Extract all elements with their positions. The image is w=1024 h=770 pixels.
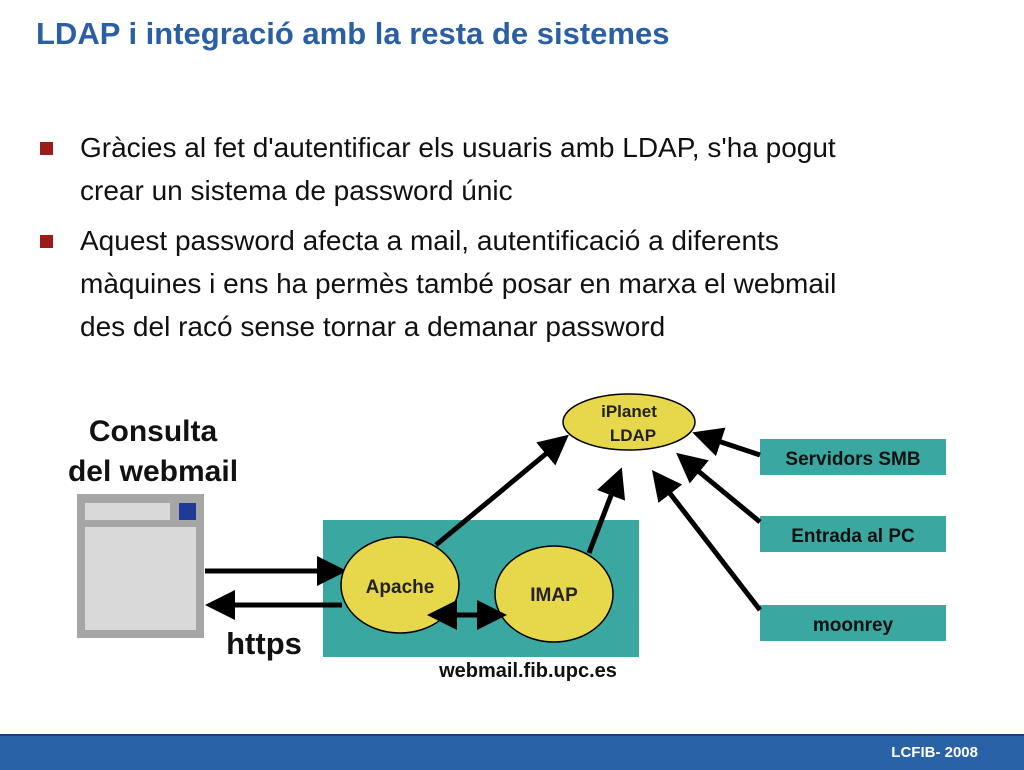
bullet-square-icon: [40, 142, 53, 155]
pc-ldap-arrow: [676, 452, 762, 524]
ldap-label-line-1: iPlanet: [601, 402, 657, 421]
bullet-2-line-2: màquines i ens ha permès també posar en …: [80, 268, 837, 299]
bullet-list: Gràcies al fet d'autentificar els usuari…: [38, 126, 998, 355]
bullet-item-1: Gràcies al fet d'autentificar els usuari…: [38, 126, 998, 212]
imap-node: [494, 545, 614, 643]
source-label-moonrey: moonrey: [813, 615, 894, 636]
bullet-square-icon: [40, 235, 53, 248]
imap-ldap-arrow: [586, 467, 626, 554]
moonrey-ldap-arrow: [651, 470, 762, 612]
browser-window-icon: [77, 494, 204, 638]
imap-label: IMAP: [530, 585, 578, 606]
ldap-node: [562, 393, 696, 451]
client-label-line-1: Consulta: [89, 415, 218, 448]
footer-text: LCFIB- 2008: [891, 744, 978, 761]
client-label-line-2: del webmail: [68, 455, 238, 488]
source-box-smb: [760, 439, 946, 475]
bullet-1-line-1: Gràcies al fet d'autentificar els usuari…: [80, 132, 836, 163]
architecture-diagram: Consulta del webmail https Apache IMAP w…: [68, 393, 946, 682]
source-box-moonrey: [760, 605, 946, 641]
protocol-label: https: [226, 626, 302, 661]
bullet-1-line-2: crear un sistema de password únic: [80, 175, 513, 206]
bullet-2-line-3: des del racó sense tornar a demanar pass…: [80, 311, 666, 342]
source-label-pc-login: Entrada al PC: [791, 526, 915, 547]
source-label-smb: Servidors SMB: [785, 449, 920, 470]
footer-bar: LCFIB- 2008: [0, 734, 1024, 770]
bullet-item-2: Aquest password afecta a mail, autentifi…: [38, 219, 998, 348]
slide-title: LDAP i integració amb la resta de sistem…: [36, 16, 670, 51]
server-hostname: webmail.fib.upc.es: [438, 660, 617, 682]
smb-ldap-arrow: [692, 427, 761, 458]
apache-label: Apache: [366, 577, 435, 598]
apache-ldap-arrow: [434, 434, 569, 547]
bullet-2-line-1: Aquest password afecta a mail, autentifi…: [80, 225, 779, 256]
ldap-label-line-2: LDAP: [610, 426, 656, 445]
source-box-pc-login: [760, 516, 946, 552]
